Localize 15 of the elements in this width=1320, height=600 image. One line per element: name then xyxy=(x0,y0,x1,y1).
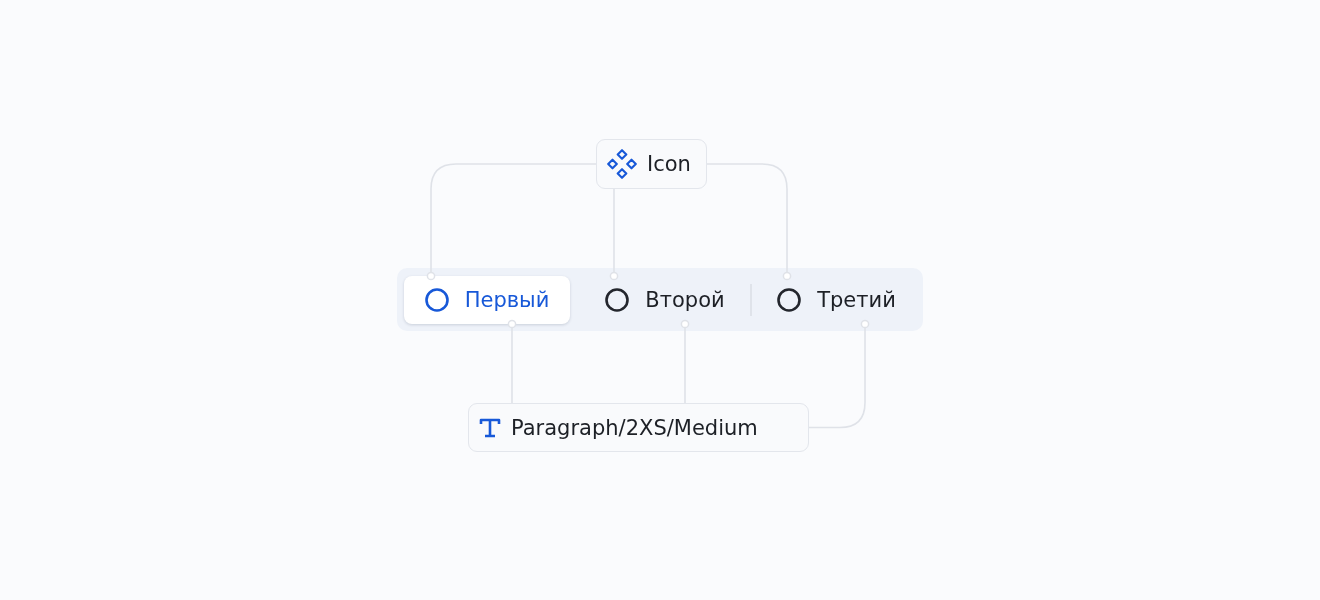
annotation-box xyxy=(596,139,707,189)
segmented-control xyxy=(397,268,923,331)
segment-label: Второй xyxy=(645,287,725,313)
segment-label: Первый xyxy=(464,287,550,313)
annotation-label: Paragraph/2XS/Medium xyxy=(511,414,758,441)
leader-line xyxy=(609,188,619,281)
leader-line xyxy=(507,319,517,404)
segment-label: Третий xyxy=(817,287,896,313)
leader-line xyxy=(706,163,792,281)
segment xyxy=(404,276,570,324)
annotation-label: Icon xyxy=(647,151,691,177)
annotation-box xyxy=(468,403,809,452)
leader-line xyxy=(808,319,870,429)
leader-line xyxy=(426,163,597,281)
leader-line xyxy=(680,319,690,404)
